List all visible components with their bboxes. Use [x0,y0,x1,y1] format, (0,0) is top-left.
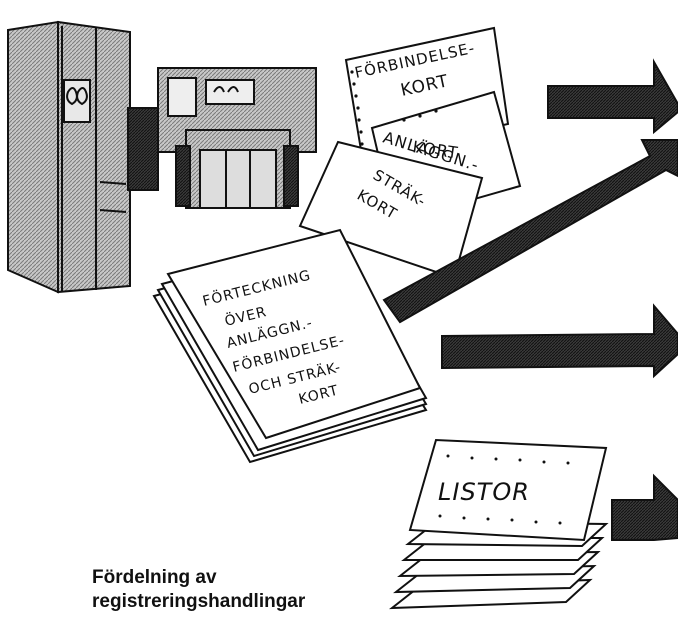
arrow-middle [442,306,678,376]
listor-label: LISTOR [438,478,530,506]
caption-line-2: registreringshandlingar [92,590,362,614]
listor-stack [392,440,606,608]
arrow-top [548,62,678,132]
computer-cabinet [8,22,130,292]
caption-line-1: Fördelning av [92,566,362,590]
printer-machine [128,68,316,208]
caption: Fördelning av registreringshandlingar [92,566,362,614]
arrow-bottom [612,476,678,540]
